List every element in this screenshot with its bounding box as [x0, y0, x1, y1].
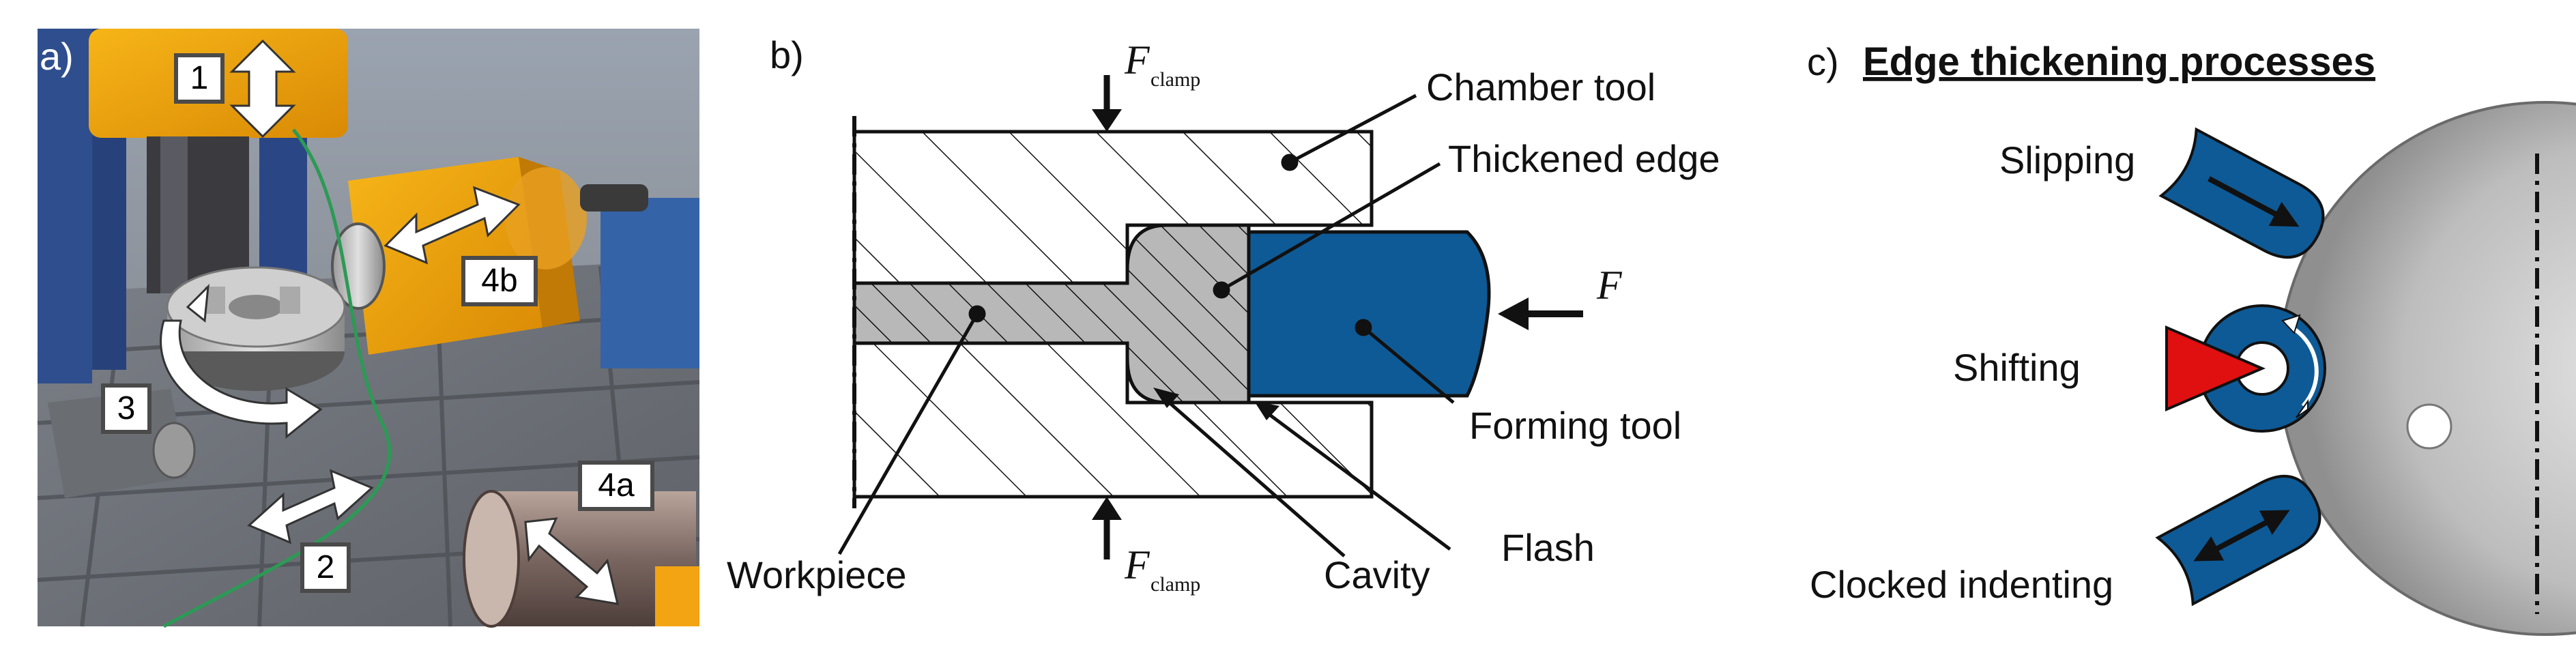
machine-photo	[37, 29, 700, 628]
blue-machine-right	[600, 198, 699, 368]
panel-c-label: c)	[1807, 40, 1839, 83]
left-tool-holder	[48, 389, 188, 498]
label-slipping: Slipping	[1999, 139, 2135, 181]
cross-section-diagram: b) F clamp F clamp F	[727, 33, 1720, 596]
disc-hole	[2406, 403, 2452, 450]
panel-c-processes: c) Edge thickening processes	[1781, 0, 2576, 655]
panel-a-label: a)	[40, 35, 74, 78]
motion-arrows	[229, 39, 619, 605]
blue-frame-left	[38, 29, 92, 383]
arrow-2	[247, 469, 374, 544]
label-thickened-edge: Thickened edge	[1448, 137, 1720, 180]
label-workpiece: Workpiece	[727, 553, 907, 596]
force-top-subscript: clamp	[1150, 68, 1200, 91]
arrow-4b	[383, 186, 521, 265]
force-bottom-subscript: clamp	[1150, 573, 1200, 596]
shifting-wedge	[2165, 325, 2266, 412]
label-shifting: Shifting	[1953, 346, 2081, 389]
forming-force-symbol: F	[1596, 263, 1623, 308]
clamp-force-top-arrow	[1092, 75, 1122, 132]
workpiece-with-thickened-edge	[852, 223, 1251, 405]
label-clocked-indenting: Clocked indenting	[1810, 563, 2113, 606]
drive-spindle-disc	[331, 222, 386, 310]
slipping-tool	[2158, 127, 2325, 259]
label-flash: Flash	[1501, 526, 1595, 569]
badge-2: 2	[300, 542, 351, 593]
drive-fan	[505, 167, 587, 270]
label-forming-tool: Forming tool	[1469, 404, 1681, 447]
label-chamber-tool: Chamber tool	[1426, 66, 1655, 108]
clamp-force-bottom-arrow	[1092, 497, 1122, 559]
force-top-symbol: F	[1124, 38, 1150, 83]
panel-a-photo: a) 1 2 3 4a 4b	[0, 0, 703, 655]
clocked-indenting-tool	[2155, 474, 2321, 607]
arrow-1	[229, 39, 296, 139]
badge-3: 3	[101, 383, 151, 434]
arrow-4a	[524, 517, 619, 605]
green-cable	[162, 128, 392, 628]
panel-b-schematic: b) F clamp F clamp F	[703, 0, 1781, 655]
panel-b-label: b)	[770, 33, 804, 76]
leader-lines	[837, 93, 1455, 557]
force-bottom-symbol: F	[1124, 542, 1150, 587]
forming-force-arrow	[1498, 297, 1583, 330]
forming-tool	[1247, 230, 1491, 398]
badge-1: 1	[174, 53, 225, 104]
badge-4a: 4a	[578, 461, 654, 511]
arrow-3-rotation	[160, 319, 323, 439]
label-cavity: Cavity	[1324, 553, 1430, 596]
badge-4b: 4b	[461, 256, 538, 306]
panel-c-title: Edge thickening processes	[1863, 40, 2375, 84]
process-variants-diagram: c) Edge thickening processes	[1807, 40, 2576, 636]
